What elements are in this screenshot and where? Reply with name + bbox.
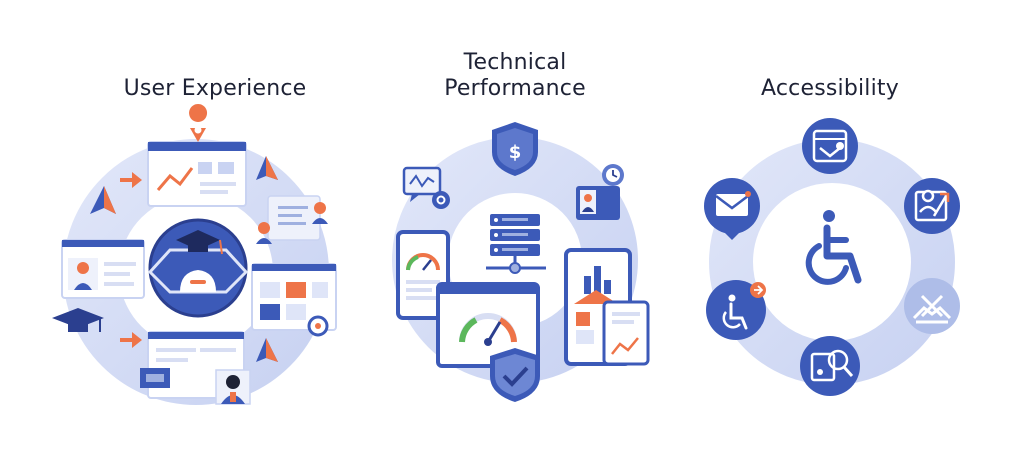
gauge-icon bbox=[396, 230, 450, 320]
section-title-technical-performance: Technical Performance bbox=[375, 50, 655, 102]
cursor-icon bbox=[90, 156, 278, 362]
laptop-gauge-icon bbox=[436, 282, 540, 368]
ui-switch-icon bbox=[802, 118, 858, 174]
chart-window-icon bbox=[147, 141, 247, 207]
user-experience-diagram bbox=[52, 104, 337, 405]
a11y-ring bbox=[709, 139, 955, 385]
technical-performance-diagram: $ bbox=[392, 122, 650, 402]
person-arrow-icon bbox=[904, 178, 960, 234]
wheelchair-icon bbox=[805, 210, 862, 285]
dashboard-window-icon bbox=[251, 263, 337, 337]
section-title-line-2: Performance bbox=[444, 76, 586, 101]
shield-check-icon bbox=[490, 348, 540, 402]
accessible-badge-icon bbox=[706, 280, 766, 340]
search-wheelchair-icon bbox=[800, 336, 860, 396]
server-icon bbox=[486, 214, 546, 274]
arrow-icon bbox=[120, 172, 142, 348]
list-card-icon bbox=[256, 195, 328, 244]
small-tablet-icon bbox=[602, 300, 650, 366]
graduation-cap-icon bbox=[147, 218, 249, 318]
hands-icon bbox=[904, 278, 960, 334]
accessibility-diagram bbox=[704, 118, 960, 396]
location-pin-icon bbox=[189, 104, 208, 142]
graduation-cap-icon-small bbox=[52, 308, 104, 332]
shield-dollar-icon: $ bbox=[492, 122, 538, 176]
user-profile-icon bbox=[61, 239, 145, 299]
content-window-icon bbox=[140, 331, 251, 405]
section-title-accessibility: Accessibility bbox=[761, 76, 899, 101]
chat-chart-icon bbox=[402, 166, 450, 209]
section-title-line-1: Technical bbox=[463, 50, 567, 75]
section-title-user-experience: User Experience bbox=[123, 76, 307, 101]
mail-icon bbox=[704, 178, 760, 240]
svg-text:$: $ bbox=[509, 142, 522, 163]
user-clock-icon bbox=[576, 164, 624, 220]
